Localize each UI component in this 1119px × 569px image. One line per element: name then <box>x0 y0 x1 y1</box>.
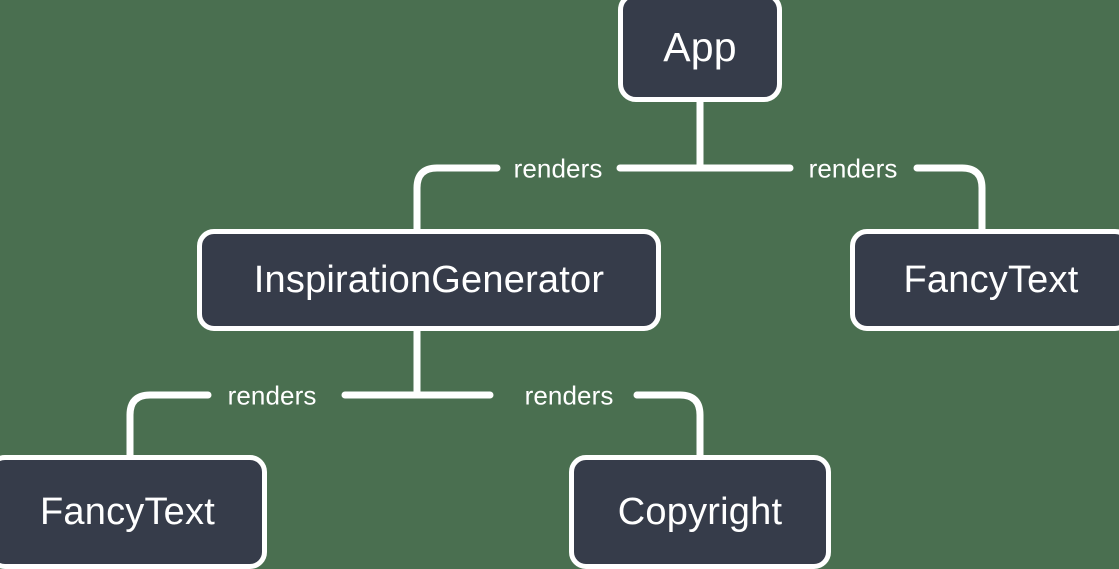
edge-label-app-to-fancytext: renders <box>808 153 898 184</box>
node-fancytext-bottom-label: FancyText <box>40 490 215 533</box>
edge-label-app-to-inspirationgenerator: renders <box>513 153 603 184</box>
node-app-label: App <box>663 23 737 70</box>
node-fancytext-bottom[interactable]: FancyText <box>0 455 267 569</box>
node-fancytext-right-label: FancyText <box>903 258 1079 301</box>
node-inspiration-generator-label: InspirationGenerator <box>253 258 605 301</box>
edge-label-inspirationgenerator-to-copyright: renders <box>524 380 614 411</box>
node-app[interactable]: App <box>618 0 782 102</box>
node-inspiration-generator[interactable]: InspirationGenerator <box>197 229 661 331</box>
node-fancytext-right[interactable]: FancyText <box>850 229 1119 331</box>
node-copyright-label: Copyright <box>617 490 783 533</box>
node-copyright[interactable]: Copyright <box>569 455 831 569</box>
edge-label-inspirationgenerator-to-fancytext: renders <box>227 380 317 411</box>
